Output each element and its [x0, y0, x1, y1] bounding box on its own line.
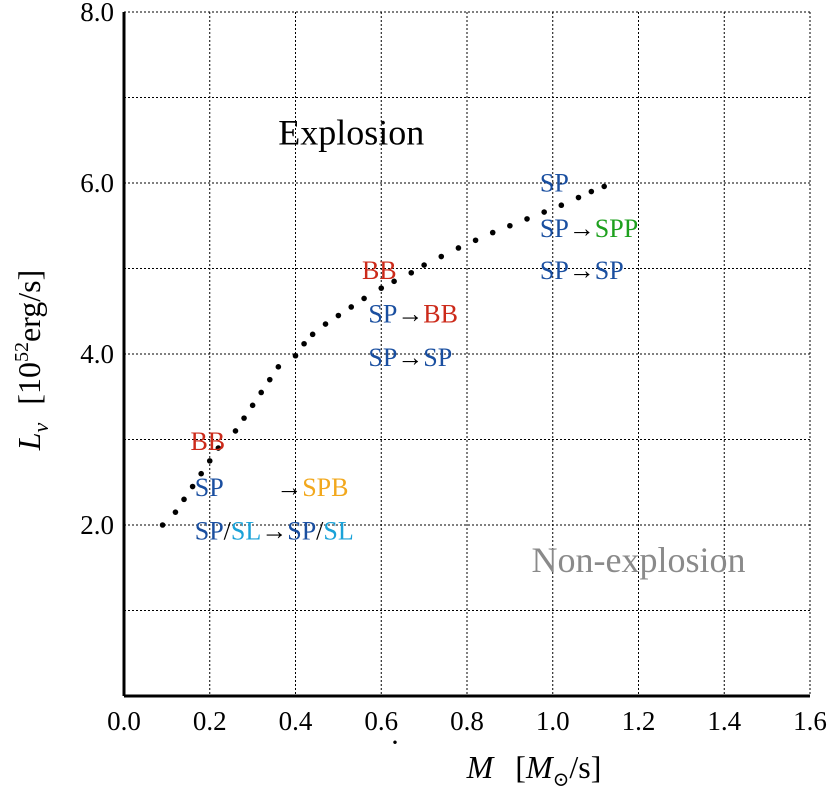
data-point	[181, 496, 187, 503]
y-tick-labels: 2.0 4.0 6.0 8.0	[80, 0, 114, 540]
annotation: SP→SPP	[540, 214, 638, 243]
x-tick-label: 1.0	[536, 706, 570, 736]
data-point	[258, 389, 265, 396]
annotation-part: →	[397, 299, 423, 328]
annotation-part: /	[316, 517, 324, 546]
annotation-part: SP	[368, 299, 397, 328]
annotation-part: SP	[540, 169, 569, 198]
data-point	[421, 262, 427, 268]
data-point	[588, 188, 595, 195]
annotation-part: →	[276, 473, 302, 502]
data-point	[472, 237, 479, 244]
data-point	[391, 278, 397, 285]
x-tick-label: 1.4	[707, 706, 741, 736]
annotation-part: BB	[423, 299, 458, 328]
svg-text:Lν[1052erg/s]: Lν[1052erg/s]	[11, 270, 53, 452]
data-point	[524, 216, 530, 222]
data-point	[408, 269, 415, 276]
x-tick-label: 1.2	[622, 706, 656, 736]
data-point	[322, 321, 329, 327]
data-point	[249, 402, 256, 409]
data-point	[241, 415, 247, 421]
data-point	[378, 285, 385, 291]
annotation-part: →	[569, 214, 595, 243]
annotation-part: →	[261, 517, 287, 546]
grid	[124, 11, 811, 696]
annotation-part: SP	[540, 214, 569, 243]
x-tick-label: 0.8	[450, 706, 484, 736]
annotation-part: BB	[362, 256, 397, 285]
data-point	[275, 364, 282, 370]
x-tick-label: 0.6	[364, 706, 398, 736]
annotation: BB	[190, 427, 225, 456]
data-point	[215, 445, 222, 451]
data-point	[455, 245, 462, 251]
y-tick-label: 6.0	[80, 168, 114, 198]
data-point	[348, 304, 355, 310]
data-point	[601, 183, 607, 190]
data-point	[309, 331, 316, 338]
annotation: SP→BB	[368, 299, 458, 328]
annotation-part: SP	[195, 517, 224, 546]
data-point	[198, 470, 204, 477]
data-point	[172, 509, 179, 515]
region-label: Explosion	[278, 113, 424, 153]
annotation-part: /	[224, 517, 232, 546]
annotations: SPSP→SPPSP→SPBBSP→BBSP→SPBBSP→SPBSP/SL→S…	[190, 169, 638, 546]
annotation-part: SPP	[595, 214, 638, 243]
x-axis-label: M[M⊙/s]	[466, 749, 602, 791]
x-tick-label: 0.2	[193, 706, 227, 736]
data-point	[541, 209, 547, 215]
data-points	[159, 183, 607, 528]
annotation-part: SP	[423, 343, 452, 372]
data-point	[507, 222, 513, 229]
y-tick-label: 4.0	[80, 339, 114, 369]
annotation-part: SP	[195, 473, 224, 502]
x-tick-label: 1.6	[793, 706, 827, 736]
data-point	[335, 312, 342, 319]
annotation: SP→SP	[368, 343, 452, 372]
region-label: Non-explosion	[532, 540, 746, 580]
x-tick-label: 0.0	[107, 706, 141, 736]
annotation-part: SP	[595, 256, 624, 285]
data-point	[438, 253, 445, 260]
annotation-part: SL	[323, 517, 353, 546]
y-tick-label: 2.0	[80, 510, 114, 540]
data-point	[159, 522, 166, 528]
annotation: →SPB	[276, 473, 348, 502]
data-point	[301, 340, 307, 347]
data-point	[189, 483, 196, 490]
annotation-part: SP	[287, 517, 316, 546]
axes	[122, 12, 810, 698]
data-point	[292, 352, 299, 359]
annotation-part: SP	[540, 256, 569, 285]
annotation-part: SP	[368, 343, 397, 372]
data-point	[266, 376, 273, 383]
annotation: SP/SL→SP/SL	[195, 517, 354, 546]
annotation-part: →	[397, 343, 423, 372]
data-point	[558, 202, 565, 209]
annotation: BB	[362, 256, 397, 285]
annotation-part: BB	[190, 427, 225, 456]
x-tick-label: 0.4	[279, 706, 313, 736]
x-axis-label-dot: ·	[390, 726, 400, 759]
data-point	[206, 458, 213, 464]
y-tick-label: 8.0	[80, 0, 114, 27]
data-point	[489, 229, 496, 236]
annotation: SP	[540, 169, 569, 198]
annotation-part: SL	[231, 517, 261, 546]
data-point	[232, 428, 239, 434]
x-tick-labels: 0.0 0.2 0.4 0.6 0.8 1.0 1.2 1.4 1.6	[107, 706, 827, 736]
annotation: SP	[195, 473, 224, 502]
data-point	[361, 295, 367, 302]
y-axis-label: Lν[1052erg/s]	[11, 270, 53, 452]
annotation: SP→SP	[540, 256, 624, 285]
annotation-part: SPB	[302, 473, 348, 502]
annotation-part: →	[569, 256, 595, 285]
data-point	[575, 194, 582, 201]
